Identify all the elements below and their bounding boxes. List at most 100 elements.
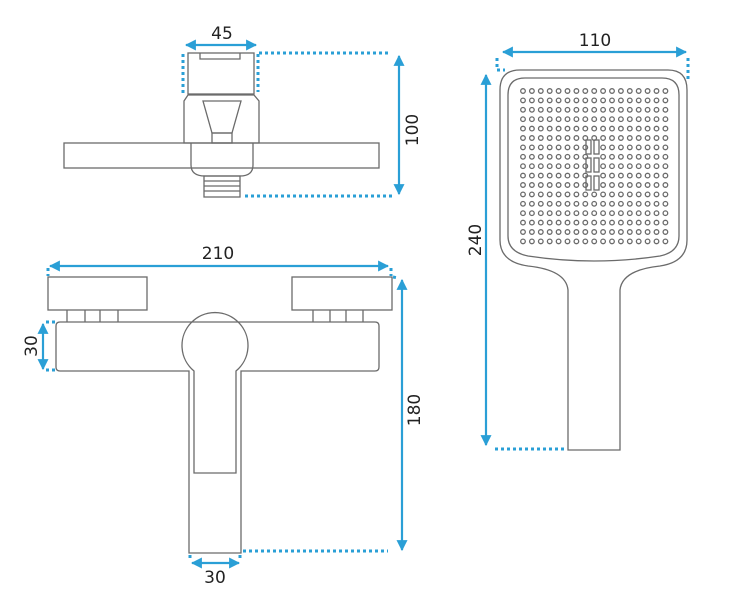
nozzle <box>591 88 598 94</box>
nozzle <box>537 210 544 217</box>
nozzle <box>617 172 624 179</box>
nozzle <box>520 135 526 141</box>
nozzle <box>555 116 562 123</box>
nozzle <box>546 153 553 160</box>
nozzle <box>528 88 535 94</box>
nozzle <box>520 116 526 123</box>
nozzle <box>617 238 624 245</box>
nozzle <box>600 153 607 160</box>
nozzle <box>555 153 562 160</box>
nozzle <box>537 200 544 207</box>
nozzle <box>546 238 553 245</box>
nozzle <box>644 172 651 179</box>
nozzle <box>555 191 562 198</box>
nozzle <box>573 125 580 132</box>
nozzle <box>635 88 642 94</box>
nozzle <box>555 229 562 235</box>
nozzle <box>609 144 615 151</box>
nozzle <box>617 106 624 113</box>
nozzle <box>520 144 526 151</box>
right-handle <box>291 276 393 311</box>
nozzle <box>546 229 553 235</box>
nozzle <box>582 144 589 151</box>
nozzle <box>546 219 553 226</box>
nozzle <box>528 135 535 141</box>
nozzle <box>600 172 607 179</box>
nozzle <box>635 229 642 235</box>
nozzle <box>591 219 598 226</box>
nozzle <box>617 88 624 94</box>
nozzle <box>564 210 571 217</box>
nozzle <box>617 182 624 188</box>
nozzle <box>520 153 526 160</box>
nozzle <box>600 200 607 207</box>
nozzle <box>617 229 624 235</box>
dimension-shower-length: 240 <box>466 73 566 451</box>
top-width-label: 45 <box>211 24 233 44</box>
nozzle <box>662 88 669 94</box>
nozzle <box>635 163 642 170</box>
nozzle <box>520 163 526 170</box>
nozzle <box>528 116 535 123</box>
nozzle <box>635 106 642 113</box>
nozzle <box>582 88 589 94</box>
nozzle <box>662 135 669 141</box>
nozzle <box>653 229 660 235</box>
nozzle <box>591 229 598 235</box>
nozzle <box>582 125 589 132</box>
nozzle <box>555 144 562 151</box>
nozzle <box>582 191 589 198</box>
nozzle <box>653 172 660 179</box>
nozzle <box>537 191 544 198</box>
nozzle <box>520 106 526 113</box>
nozzle <box>520 172 526 179</box>
nozzle <box>546 88 553 94</box>
nozzle <box>635 144 642 151</box>
nozzle <box>600 144 607 151</box>
nozzle <box>546 144 553 151</box>
nozzle <box>662 172 669 179</box>
nozzle <box>600 163 607 170</box>
nozzle <box>644 182 651 188</box>
nozzle <box>528 238 535 245</box>
nozzle <box>573 172 580 179</box>
dimension-stem-width: 30 <box>188 555 242 588</box>
nozzle <box>537 144 544 151</box>
nozzle <box>609 116 615 123</box>
nozzle <box>546 116 553 123</box>
nozzle <box>644 144 651 151</box>
nozzle <box>582 182 589 188</box>
nozzle <box>591 116 598 123</box>
nozzle <box>609 210 615 217</box>
nozzle <box>573 163 580 170</box>
nozzle <box>644 88 651 94</box>
nozzle <box>573 200 580 207</box>
nozzle <box>662 163 669 170</box>
nozzle <box>537 238 544 245</box>
nozzle <box>626 182 633 188</box>
nozzle <box>555 135 562 141</box>
nozzle <box>555 210 562 217</box>
nozzle-grid <box>520 88 669 245</box>
nozzle <box>600 135 607 141</box>
nozzle <box>662 97 669 104</box>
nozzle <box>600 238 607 245</box>
nozzle <box>662 153 669 160</box>
nozzle <box>555 125 562 132</box>
nozzle <box>573 229 580 235</box>
nozzle <box>626 125 633 132</box>
nozzle <box>546 106 553 113</box>
nozzle <box>573 153 580 160</box>
nozzle <box>626 229 633 235</box>
nozzle <box>546 191 553 198</box>
nozzle <box>626 200 633 207</box>
nozzle <box>653 88 660 94</box>
nozzle <box>626 88 633 94</box>
nozzle <box>644 153 651 160</box>
nozzle <box>617 191 624 198</box>
nozzle <box>626 106 633 113</box>
nozzle <box>564 97 571 104</box>
nozzle <box>617 219 624 226</box>
nozzle <box>635 210 642 217</box>
nozzle <box>564 106 571 113</box>
